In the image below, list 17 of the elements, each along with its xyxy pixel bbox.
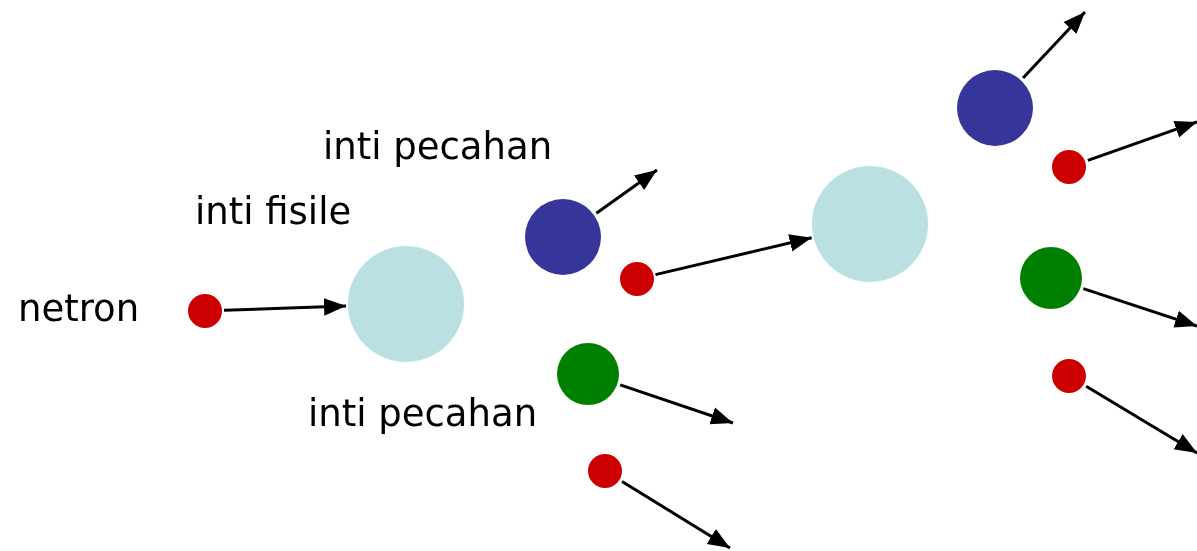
arrow	[621, 480, 731, 550]
arrow	[1085, 385, 1197, 455]
neutron-dot	[588, 454, 622, 488]
neutron-dot	[1052, 150, 1086, 184]
nucleus-label: inti pecahan	[308, 395, 538, 432]
arrow	[619, 383, 734, 425]
arrow	[223, 298, 347, 316]
arrow	[595, 168, 658, 215]
nucleus-label: inti pecahan	[323, 128, 553, 165]
neutron-dot	[1052, 359, 1086, 393]
arrow	[655, 234, 812, 277]
neutron-dot	[620, 262, 654, 296]
nucleus-label: inti fisile	[195, 193, 352, 230]
arrow	[1082, 287, 1197, 328]
arrow	[1021, 10, 1087, 80]
arrow	[1087, 120, 1197, 162]
neutron-label: netron	[18, 290, 140, 327]
